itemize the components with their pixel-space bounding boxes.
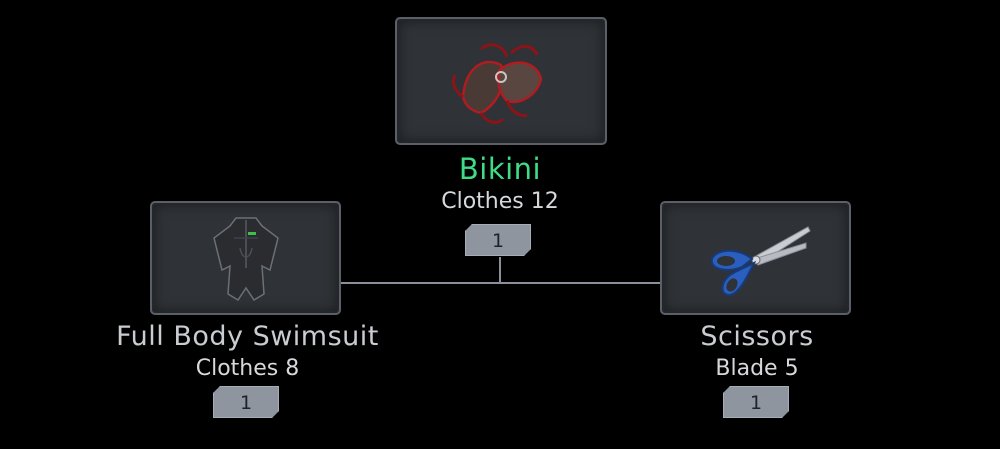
result-quantity-badge: 1	[465, 224, 531, 256]
ingredient-name-scissors: Scissors	[700, 321, 814, 352]
result-item-name: Bikini	[458, 152, 542, 186]
connector-horizontal	[341, 282, 660, 284]
swimsuit-icon	[206, 208, 286, 308]
ingredient-quantity-badge-swimsuit: 1	[213, 386, 279, 418]
bikini-icon	[441, 31, 561, 131]
ingredient-card-swimsuit[interactable]	[150, 201, 341, 315]
ingredient-name-swimsuit: Full Body Swimsuit	[116, 321, 379, 352]
connector-vertical	[499, 257, 501, 283]
result-item-card[interactable]	[395, 17, 607, 145]
result-item-category: Clothes 12	[441, 189, 559, 214]
ingredient-category-scissors: Blade 5	[715, 356, 799, 381]
ingredient-category-swimsuit: Clothes 8	[195, 356, 300, 381]
ingredient-quantity-badge-scissors: 1	[723, 386, 789, 418]
ingredient-card-scissors[interactable]	[660, 201, 851, 315]
scissors-icon	[696, 213, 816, 303]
